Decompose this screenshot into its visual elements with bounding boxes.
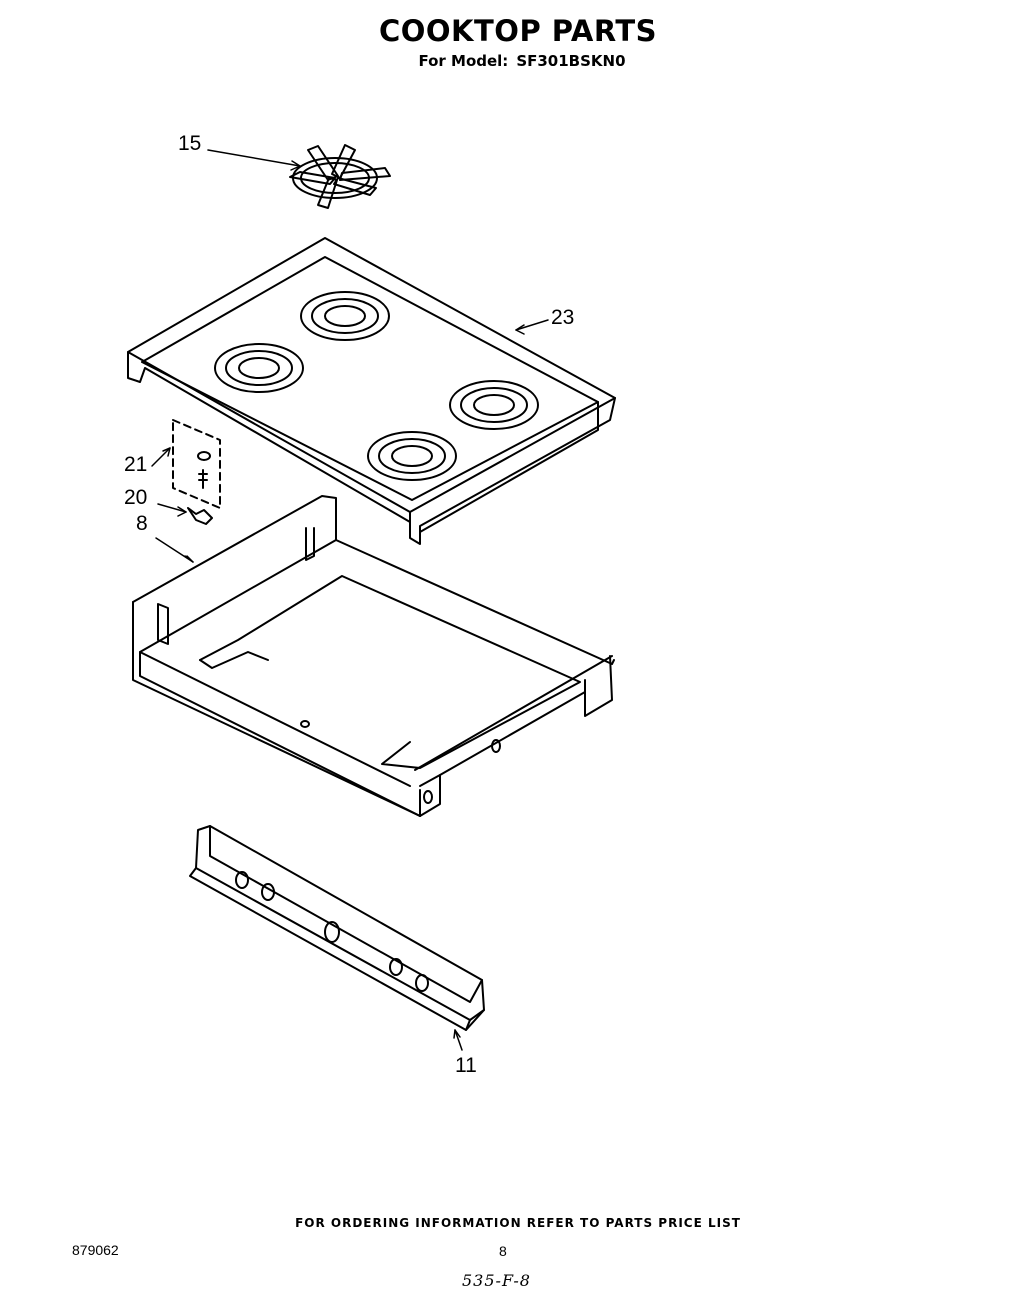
model-prefix: For Model: — [418, 52, 509, 70]
handwritten-code: 535-F-8 — [462, 1271, 531, 1290]
page-number: 8 — [499, 1243, 507, 1259]
callout-20: 20 — [124, 486, 147, 509]
callout-23: 23 — [551, 306, 574, 329]
callout-8: 8 — [136, 512, 148, 535]
ordering-note: FOR ORDERING INFORMATION REFER TO PARTS … — [295, 1216, 741, 1230]
model-number: SF301BSKN0 — [516, 52, 626, 70]
callout-15: 15 — [178, 132, 201, 155]
manifold-panel-drawing — [189, 825, 485, 1031]
grate-drawing — [289, 144, 391, 209]
callout-11: 11 — [455, 1054, 477, 1077]
callout-21: 21 — [124, 453, 147, 476]
document-number: 879062 — [72, 1242, 119, 1258]
leader-lines — [151, 149, 549, 1051]
burner-box-drawing — [132, 495, 615, 817]
model-line: For Model: SF301BSKN0 — [0, 52, 1036, 70]
page-title: COOKTOP PARTS — [378, 14, 658, 48]
clip-drawing — [187, 507, 213, 525]
bracket-kit-drawing — [172, 419, 221, 509]
cooktop-drawing — [127, 237, 616, 545]
